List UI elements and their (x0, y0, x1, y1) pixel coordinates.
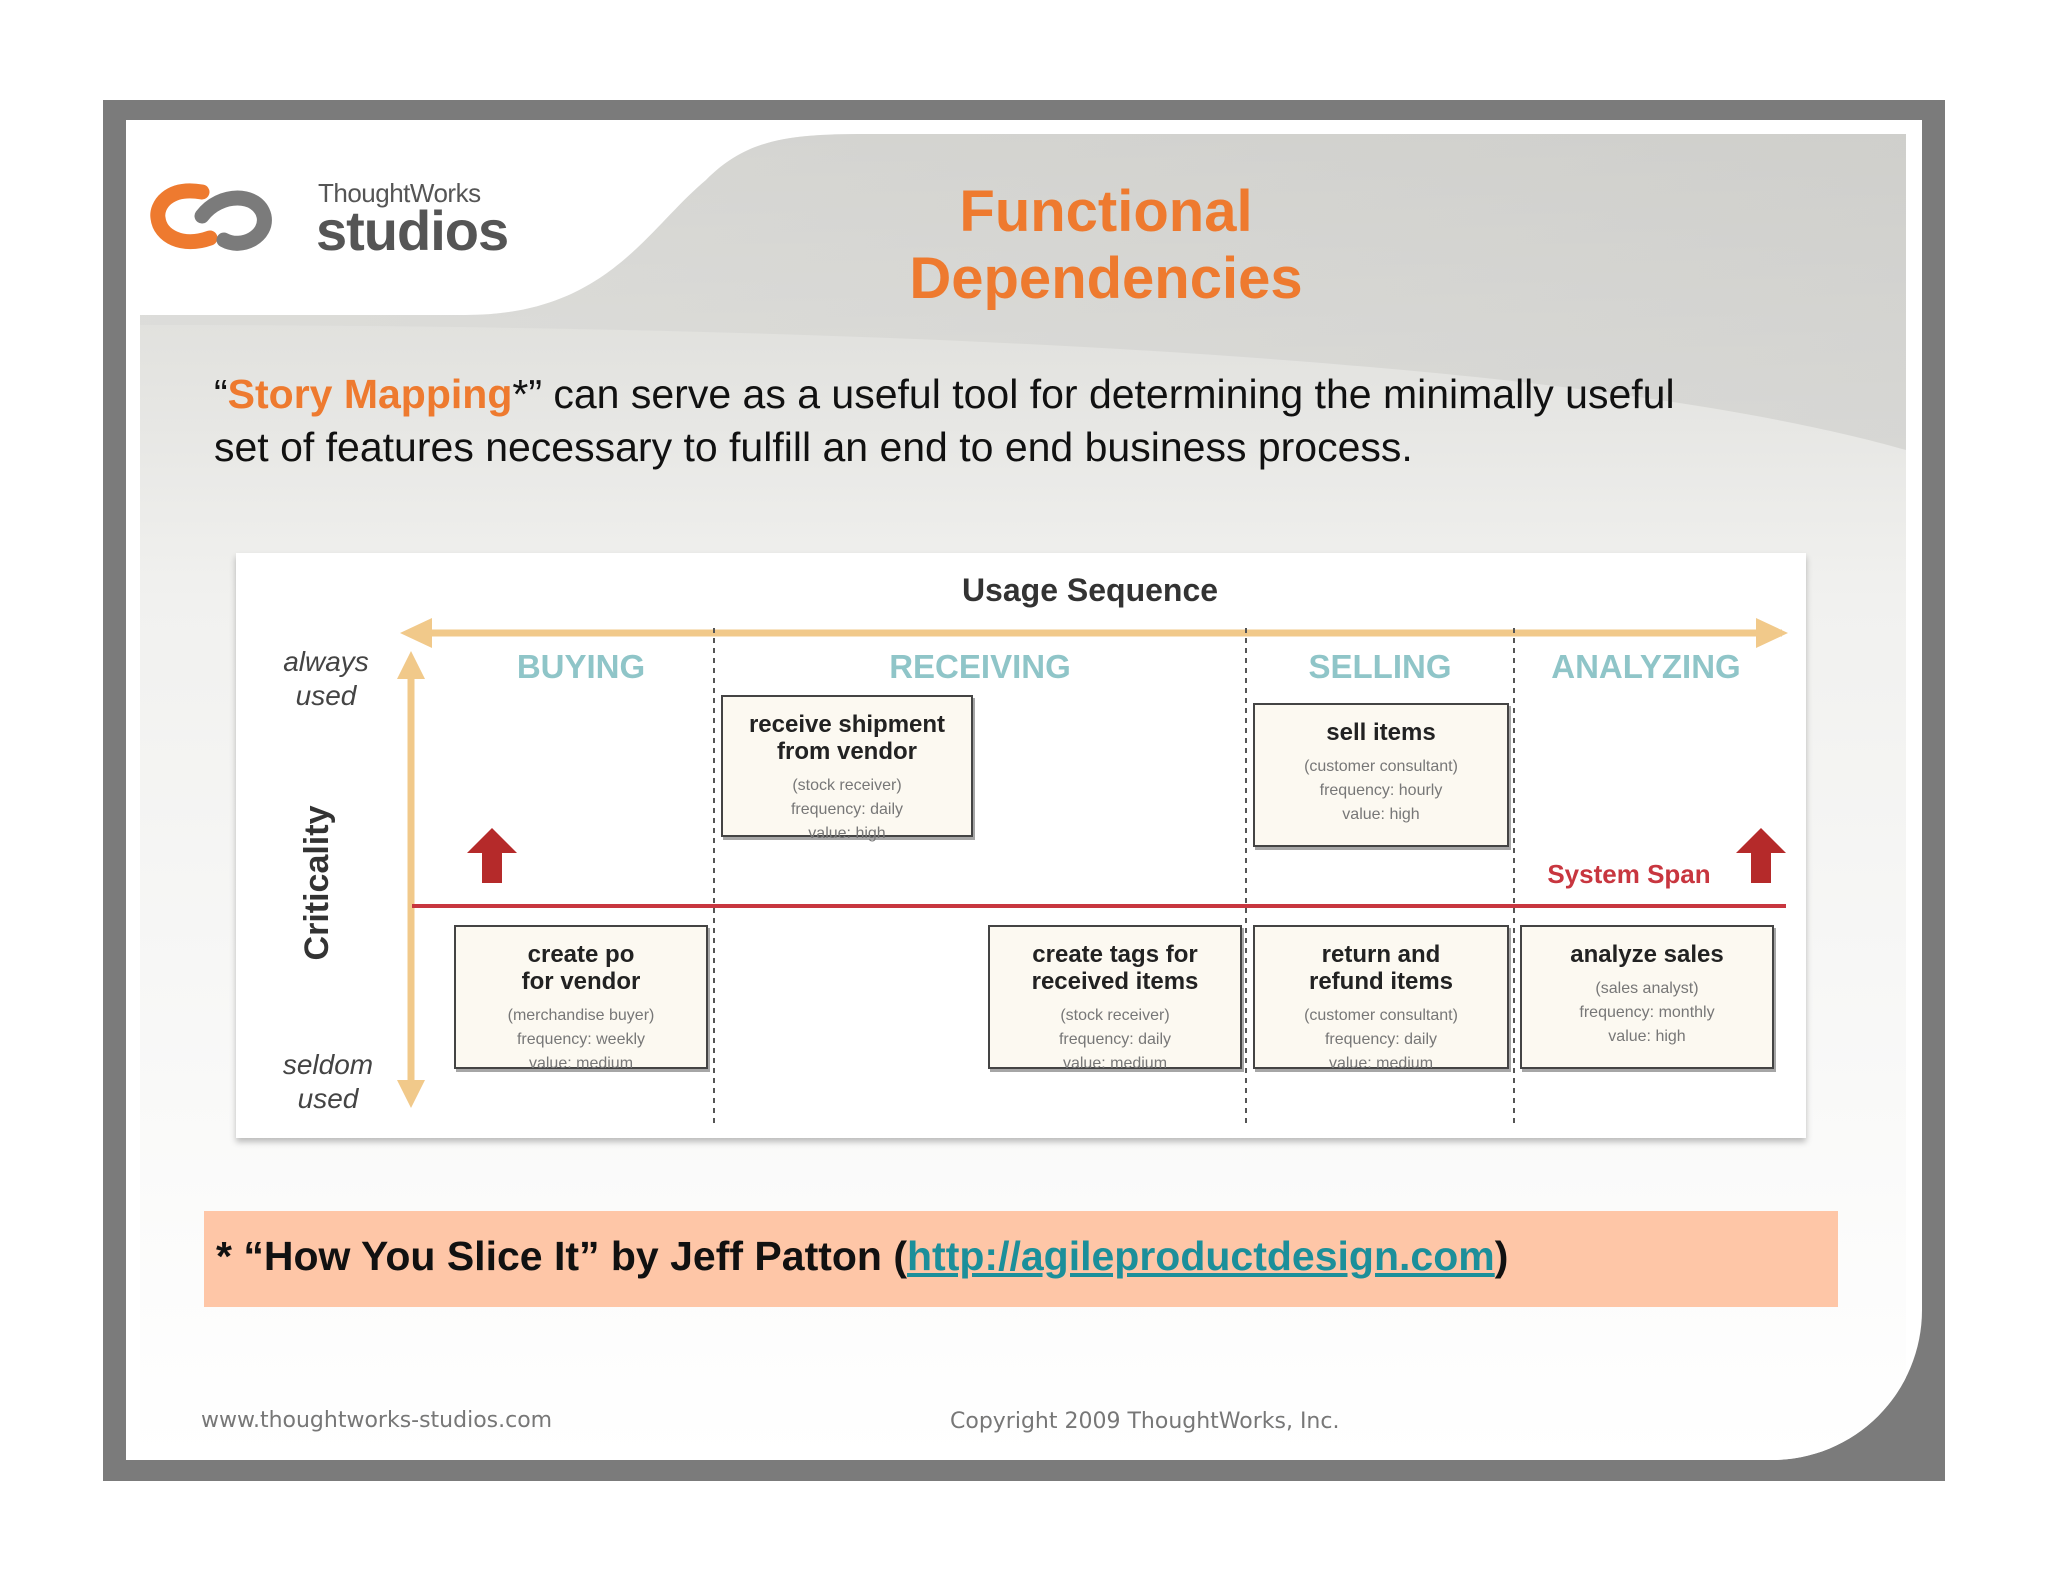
footer-website: www.thoughtworks-studios.com (201, 1408, 553, 1433)
story-card: create po for vendor (merchandise buyer)… (454, 925, 708, 1072)
criticality-axis-down-arrowhead (397, 1080, 425, 1108)
story-card: create tags for received items (stock re… (988, 925, 1242, 1072)
always-used-label: used (296, 680, 358, 711)
story-mapping-term: Story Mapping (227, 371, 513, 417)
reference-banner: * “How You Slice It” by Jeff Patton (htt… (204, 1211, 1838, 1307)
logo-product-name: studios (316, 199, 509, 262)
story-card-detail: (customer consultant) frequency: hourly … (1304, 758, 1458, 823)
system-span-left-arrow-icon (467, 828, 517, 883)
story-map-canvas: Usage Sequence Criticality always used s… (283, 572, 1788, 1123)
seldom-used-label: used (298, 1083, 360, 1114)
reference-citation: * “How You Slice It” by Jeff Patton (htt… (216, 1233, 1508, 1280)
story-card-detail: (stock receiver) frequency: daily value:… (790, 777, 904, 842)
usage-axis-right-arrowhead (1756, 618, 1788, 648)
story-card: sell items (customer consultant) frequen… (1253, 703, 1509, 847)
story-card-title: return and refund items (1308, 941, 1454, 995)
slide: ThoughtWorks studios Functional Dependen… (126, 120, 1922, 1460)
usage-sequence-label: Usage Sequence (962, 572, 1218, 608)
story-card: analyze sales (sales analyst) frequency:… (1520, 925, 1774, 1069)
intro-paragraph: “Story Mapping*” can serve as a useful t… (214, 368, 1814, 474)
story-card-title: analyze sales (1570, 941, 1724, 968)
reference-link[interactable]: http://agileproductdesign.com (907, 1233, 1495, 1279)
story-card-detail: (sales analyst) frequency: monthly value… (1579, 980, 1715, 1045)
system-span-label: System Span (1547, 859, 1710, 889)
thoughtworks-logo-icon (150, 183, 272, 251)
reference-prefix: * “How You Slice It” by Jeff Patton ( (216, 1233, 908, 1279)
column-header-selling: SELLING (1308, 648, 1451, 685)
story-card-title: sell items (1326, 719, 1436, 746)
column-header-analyzing: ANALYZING (1551, 648, 1740, 685)
story-card-title: create po for vendor (521, 941, 641, 995)
criticality-label: Criticality (298, 805, 336, 960)
always-label: always (283, 646, 369, 677)
story-card-detail: (customer consultant) frequency: daily v… (1304, 1007, 1458, 1072)
story-card-detail: (merchandise buyer) frequency: weekly va… (507, 1007, 655, 1072)
logo-company-name: ThoughtWorks (318, 178, 481, 208)
slide-title: Functional Dependencies (909, 179, 1303, 311)
column-header-buying: BUYING (517, 648, 645, 685)
criticality-axis-up-arrowhead (397, 651, 425, 679)
footer-copyright: Copyright 2009 ThoughtWorks, Inc. (950, 1409, 1340, 1434)
story-map-diagram: Usage Sequence Criticality always used s… (236, 553, 1806, 1138)
seldom-label: seldom (283, 1049, 373, 1080)
story-card-title: create tags for received items (1031, 941, 1199, 995)
story-card: return and refund items (customer consul… (1253, 925, 1509, 1072)
story-card: receive shipment from vendor (stock rece… (721, 695, 973, 842)
story-card-detail: (stock receiver) frequency: daily value:… (1058, 1007, 1172, 1072)
story-card-title: receive shipment from vendor (748, 711, 946, 765)
intro-quote-open: “ (214, 371, 228, 417)
system-span-right-arrow-icon (1736, 828, 1786, 883)
usage-axis-left-arrowhead (400, 618, 432, 648)
intro-line-2: set of features necessary to fulfill an … (214, 424, 1413, 470)
brand-logo: ThoughtWorks studios (150, 170, 530, 270)
column-header-receiving: RECEIVING (889, 648, 1071, 685)
intro-line-1: *” can serve as a useful tool for determ… (512, 371, 1675, 417)
reference-suffix: ) (1494, 1233, 1509, 1279)
